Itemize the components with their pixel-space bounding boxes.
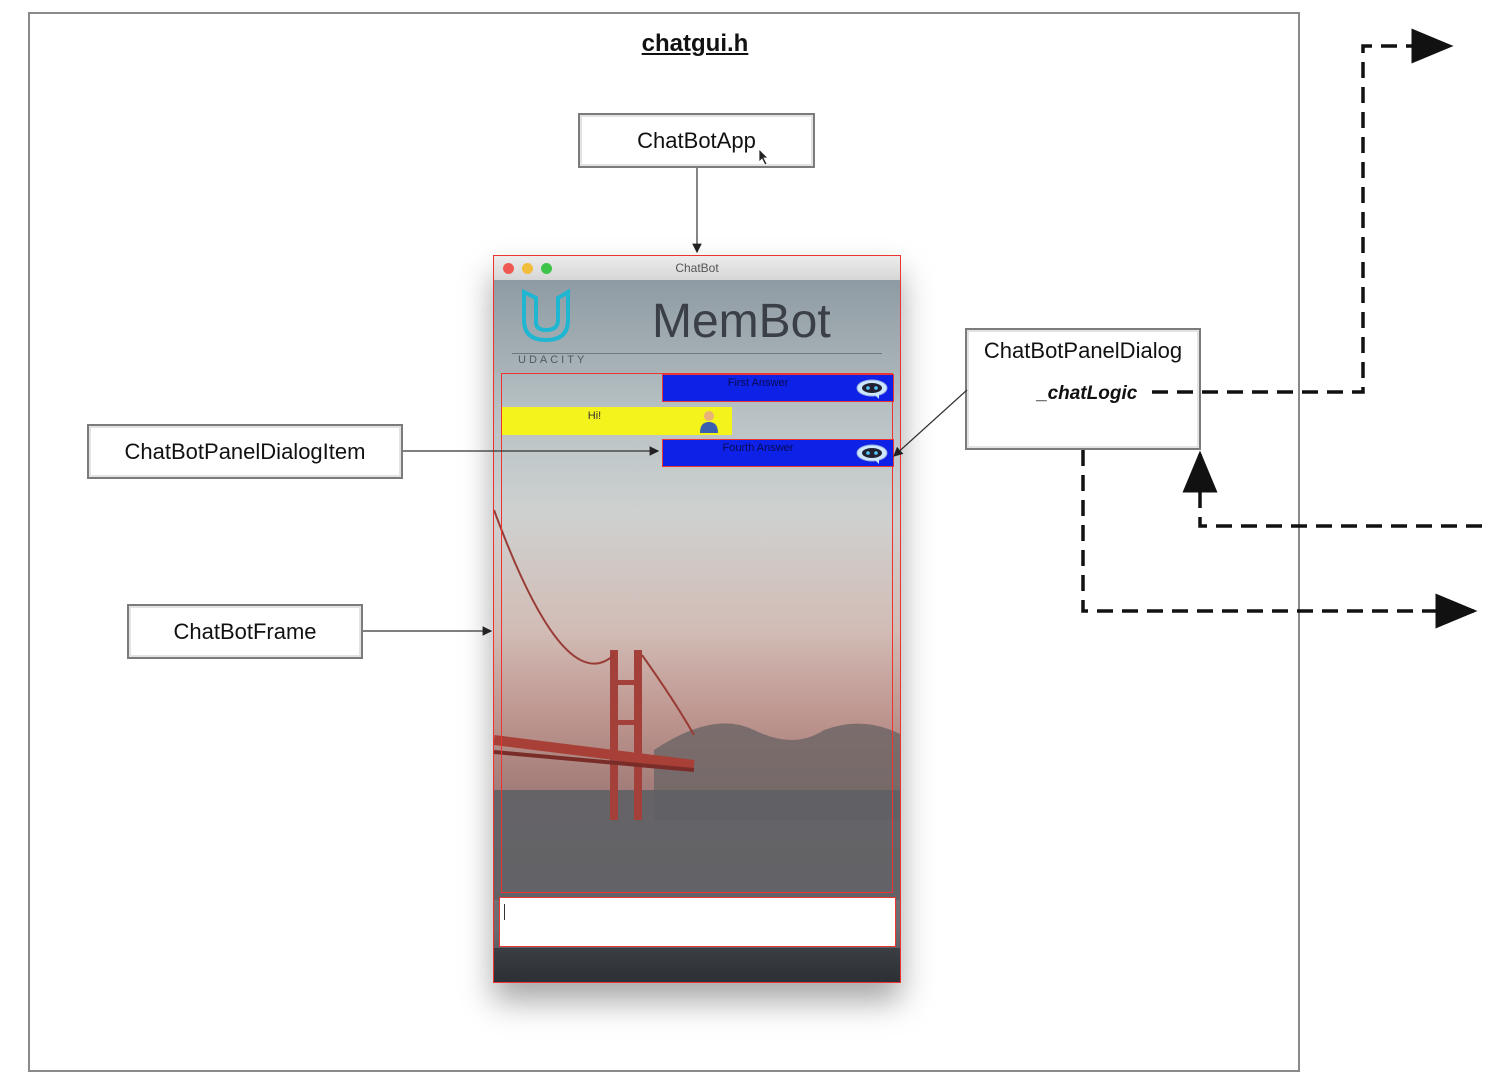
mouse-cursor-icon bbox=[758, 148, 769, 166]
minimize-window-button[interactable] bbox=[522, 263, 533, 274]
udacity-logo-icon bbox=[522, 288, 570, 343]
message-text: Hi! bbox=[587, 410, 602, 422]
text-caret bbox=[504, 904, 505, 920]
close-window-button[interactable] bbox=[503, 263, 514, 274]
dialog-to-chat-arrow bbox=[893, 389, 968, 457]
chatbotapp-box: ChatBotApp bbox=[578, 113, 815, 168]
chat-message-user: Hi! bbox=[502, 407, 732, 435]
chatbotpaneldialogitem-box: ChatBotPanelDialogItem bbox=[87, 424, 403, 479]
chatbotframe-label: ChatBotFrame bbox=[173, 618, 317, 644]
chatbot-panel-dialog[interactable]: First Answer Hi! Fourth Answe bbox=[501, 373, 894, 893]
membot-title: MemBot bbox=[652, 295, 831, 348]
message-text: First Answer bbox=[727, 377, 789, 389]
chatlogic-member-label: _chatLogic bbox=[1037, 383, 1138, 404]
udacity-logo-text: UDACITY bbox=[518, 354, 588, 366]
bot-avatar-icon bbox=[856, 444, 888, 464]
window-bottom-bar bbox=[494, 948, 900, 982]
zoom-window-button[interactable] bbox=[541, 263, 552, 274]
app-header: UDACITY MemBot bbox=[494, 280, 900, 372]
file-frame bbox=[28, 12, 1300, 1072]
background-scene: UDACITY MemBot First Answer Hi! bbox=[494, 280, 900, 982]
incoming-dashed-arrow bbox=[1182, 450, 1482, 528]
chatbotframe-box: ChatBotFrame bbox=[127, 604, 363, 659]
message-input[interactable] bbox=[499, 897, 896, 947]
chatbot-window: ChatBot bbox=[493, 255, 901, 983]
window-title: ChatBot bbox=[675, 261, 719, 275]
chat-message-bot: Fourth Answer bbox=[662, 439, 894, 467]
outgoing-dashed-arrow bbox=[1081, 450, 1478, 629]
chatbotapp-label: ChatBotApp bbox=[637, 127, 756, 153]
diagram-title: chatgui.h bbox=[641, 30, 749, 57]
chatbotpaneldialog-label: ChatBotPanelDialog bbox=[983, 338, 1183, 363]
chatbotpaneldialog-box: ChatBotPanelDialog _chatLogic bbox=[965, 328, 1201, 450]
chatbotpaneldialogitem-label: ChatBotPanelDialogItem bbox=[124, 438, 366, 464]
chat-message-bot: First Answer bbox=[662, 374, 894, 402]
bridge-image bbox=[494, 480, 900, 900]
header-divider bbox=[512, 353, 882, 354]
bot-avatar-icon bbox=[856, 379, 888, 399]
chatlogic-dashed-arrow bbox=[1152, 28, 1454, 394]
window-titlebar: ChatBot bbox=[494, 256, 900, 281]
user-avatar-icon bbox=[700, 411, 718, 433]
message-text: Fourth Answer bbox=[722, 442, 794, 454]
